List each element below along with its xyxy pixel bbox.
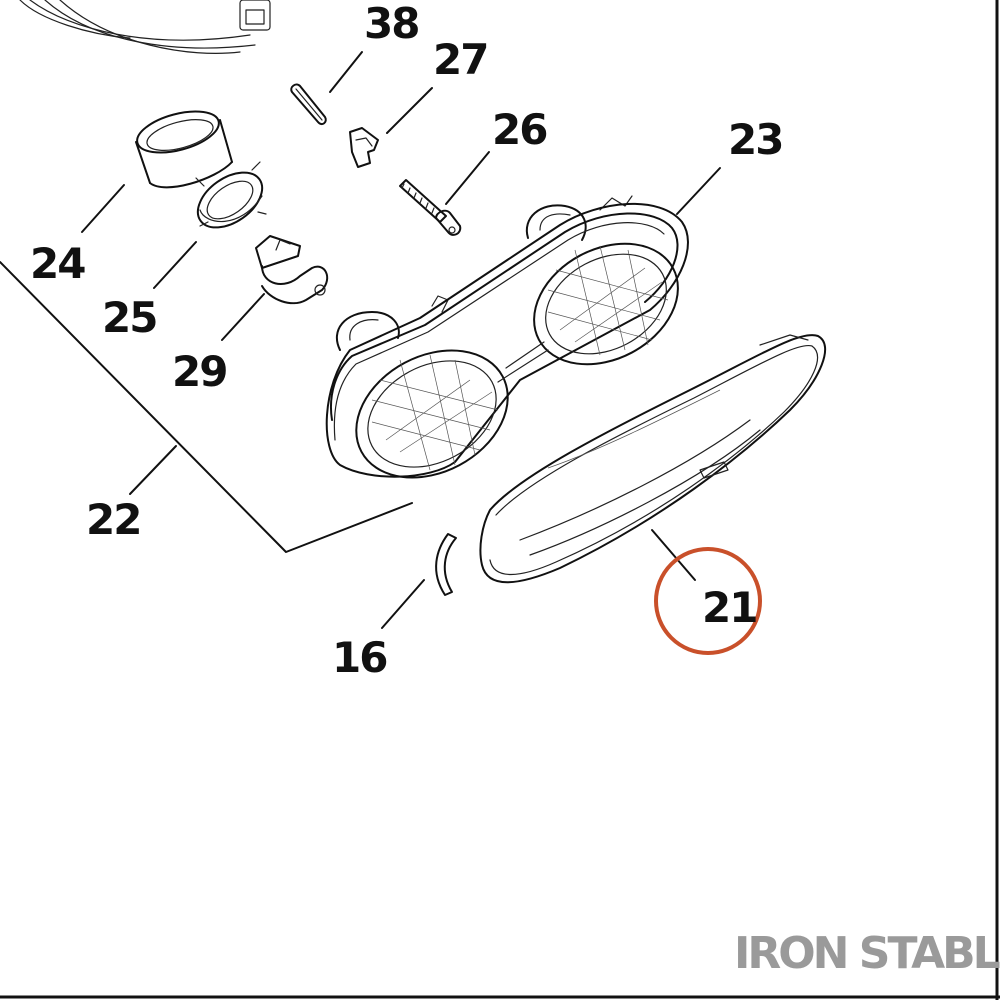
callout-16: 16: [332, 633, 386, 682]
highlight-circle-part-21: [654, 547, 762, 655]
bracket-22: [0, 261, 413, 553]
leader-24: [81, 184, 125, 233]
headlight-housing-part-23: [325, 195, 689, 479]
pin-part-38: [290, 83, 327, 126]
callout-23: 23: [728, 115, 782, 164]
callout-21: 21: [702, 583, 756, 632]
bezel-part-21: [479, 334, 827, 584]
wiring-harness: [19, 0, 271, 54]
leader-16: [381, 579, 425, 629]
leader-38: [329, 51, 363, 93]
leader-25: [153, 241, 197, 289]
callout-25: 25: [102, 293, 156, 342]
callout-22: 22: [86, 495, 140, 544]
leader-29: [221, 293, 265, 341]
callout-38: 38: [364, 0, 418, 48]
callout-26: 26: [492, 105, 546, 154]
retainer-ring-part-25: [195, 161, 267, 229]
leader-22: [129, 445, 177, 495]
callout-29: 29: [172, 347, 226, 396]
leader-26: [445, 151, 490, 205]
callout-27: 27: [433, 35, 487, 84]
screw-part-26: [399, 179, 462, 236]
callout-24: 24: [30, 239, 85, 288]
seal-strip-part-16: [435, 533, 457, 596]
bulb-part-29: [255, 235, 329, 305]
leader-23: [676, 167, 721, 215]
watermark: IRON STABLE: [734, 928, 1000, 979]
clip-part-27: [349, 127, 379, 168]
leader-27: [386, 87, 433, 134]
leader-21: [651, 529, 696, 581]
trim-ring-part-24: [135, 110, 233, 189]
